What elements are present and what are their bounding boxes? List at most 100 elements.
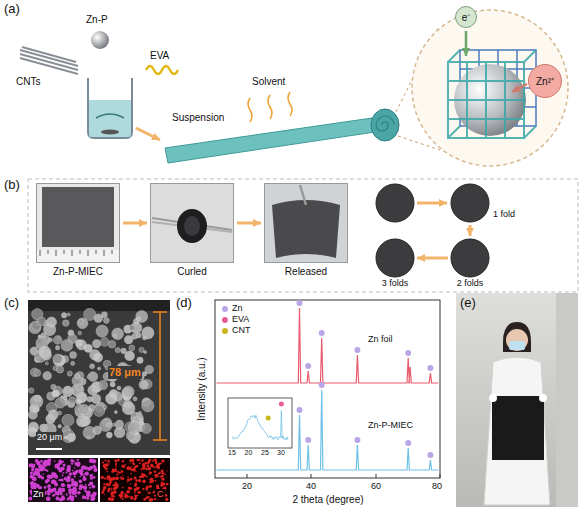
xrd-traces (217, 300, 439, 470)
eds-dots (31, 481, 34, 484)
panel-frame (28, 179, 578, 292)
xrd-traces (305, 437, 311, 443)
eds-dots (142, 480, 145, 483)
eds-dots (106, 468, 108, 470)
sem-texture (106, 423, 111, 428)
eds-dots (56, 497, 58, 499)
sem-texture (110, 382, 115, 387)
sem-texture (115, 347, 120, 352)
eds-dots (122, 498, 124, 500)
node-label: 1 fold (493, 210, 515, 220)
eds-dots (107, 478, 109, 480)
node-label: Curled (177, 266, 206, 277)
eds-dots (52, 494, 55, 497)
element-label: C (156, 489, 165, 499)
xrd-traces (319, 330, 325, 336)
sem-texture (104, 318, 110, 324)
axis-title: Intensity (a.u.) (196, 357, 208, 420)
hair (503, 322, 531, 352)
sem-texture (67, 371, 72, 376)
eds-dots (122, 460, 124, 462)
eds-dots (107, 490, 110, 493)
eds-dots (103, 483, 105, 485)
eds-dots (142, 463, 144, 465)
eds-dots (74, 489, 77, 492)
eds-dots (46, 470, 48, 472)
sem-texture (133, 397, 137, 401)
eds-dots (102, 461, 104, 463)
eds-dots (128, 466, 130, 468)
eds-dots (72, 487, 76, 491)
lattice-front (448, 99, 524, 101)
eds-dots (125, 464, 127, 466)
eds-dots (127, 478, 130, 481)
eds-dots (47, 479, 50, 482)
eds-dots (165, 498, 168, 501)
eds-dots (74, 467, 75, 468)
sem-texture (98, 380, 107, 389)
eds-dots (80, 472, 83, 475)
eds-dots (135, 465, 137, 467)
eds-dots (150, 498, 153, 501)
ruler-ticks (56, 250, 57, 256)
eds-dots (111, 488, 113, 490)
eds-dots (148, 496, 150, 498)
eds-dots (94, 466, 97, 469)
xrd-traces (354, 347, 360, 353)
sem-texture (55, 346, 59, 350)
eds-dots (30, 475, 34, 479)
eds-dots (138, 479, 141, 482)
xrd-traces (305, 363, 311, 369)
axis-ticks (376, 474, 377, 478)
sem-texture (78, 331, 82, 335)
eds-dots (159, 476, 161, 478)
eds-dots (129, 487, 132, 490)
eds-dots (84, 466, 88, 470)
eds-dots (75, 495, 77, 497)
sem-texture (55, 398, 66, 409)
eds-dots (150, 471, 152, 473)
eds-dots (39, 464, 42, 467)
eds-dots (42, 474, 44, 476)
legend-text: EVA (232, 314, 249, 324)
eds-dots (115, 477, 119, 481)
eds-dots (89, 482, 93, 486)
photo (150, 183, 234, 263)
eds-dots (106, 483, 109, 486)
glove (539, 394, 547, 402)
sem-texture (90, 364, 95, 369)
eds-dots (147, 465, 149, 467)
eds-dots (132, 462, 135, 465)
eds-dots (153, 491, 155, 493)
component-label: Zn-P (86, 14, 108, 26)
eds-dots (141, 469, 143, 471)
eds-dots (111, 498, 114, 501)
sem-texture (94, 353, 103, 362)
sem-texture (38, 317, 46, 325)
eds-dots (89, 487, 91, 489)
eds-dots (131, 468, 134, 471)
eds-dots (48, 489, 52, 493)
process-arrow (123, 222, 147, 225)
eds-dots (63, 472, 65, 474)
sem-texture (46, 317, 56, 327)
eds-dots (130, 483, 131, 484)
eds-dots (67, 498, 70, 501)
eds-dots (102, 489, 105, 492)
sem-texture (122, 402, 135, 415)
sem-texture (132, 333, 138, 339)
sem-texture (117, 386, 121, 390)
eds-dots (31, 464, 35, 468)
scale-label: 20 μm (36, 432, 63, 442)
eds-dots (138, 491, 141, 494)
eds-dots (143, 465, 146, 468)
eds-dots (115, 463, 117, 465)
sem-texture (112, 328, 124, 340)
eds-dots (127, 467, 129, 469)
thickness-label: 78 μm (108, 366, 142, 379)
xrd-traces (297, 300, 303, 306)
legend-swatch (222, 328, 228, 334)
eds-dots (166, 470, 167, 471)
sem-texture (74, 373, 79, 378)
node-label: Zn-P-MIEC (53, 266, 103, 277)
